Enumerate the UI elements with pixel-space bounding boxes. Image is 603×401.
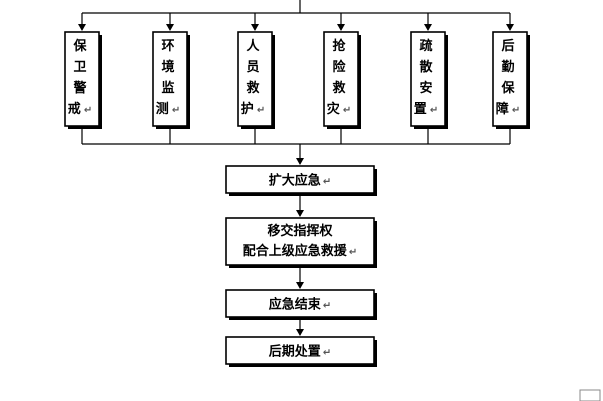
team-box-3: 人员救护↵	[237, 13, 275, 144]
team-label: 保卫警戒↵	[68, 38, 92, 117]
step-box-frame	[225, 336, 375, 365]
team-box-frame	[323, 31, 359, 127]
page-corner-marker	[579, 389, 601, 401]
step-box-3: 应急结束↵	[225, 289, 377, 320]
team-box-frame	[64, 31, 100, 127]
team-box-5: 疏散安置↵	[410, 13, 448, 144]
step-box-1: 扩大应急↵	[225, 165, 377, 196]
step-box-4: 后期处置↵	[225, 336, 377, 367]
team-label: 人员救护↵	[241, 38, 265, 117]
team-box-frame	[492, 31, 528, 127]
team-label: 后勤保障↵	[496, 38, 520, 117]
team-label: 疏散安置↵	[414, 38, 438, 117]
step-label: 扩大应急↵	[269, 173, 331, 189]
step-label: 配合上级应急救援↵	[243, 243, 357, 259]
team-box-2: 环境监测↵	[152, 13, 190, 144]
team-box-frame	[152, 31, 188, 127]
team-box-1: 保卫警戒↵	[64, 13, 102, 144]
step-box-frame	[225, 165, 375, 194]
team-box-4: 抢险救灾↵	[323, 13, 361, 144]
team-box-frame	[410, 31, 446, 127]
team-label: 抢险救灾↵	[327, 38, 351, 117]
step-label: 后期处置↵	[269, 344, 331, 360]
step-label: 应急结束↵	[269, 297, 331, 313]
team-box-6: 后勤保障↵	[492, 13, 530, 144]
step-box-frame	[225, 217, 375, 266]
step-label: 移交指挥权	[267, 223, 333, 239]
team-box-frame	[237, 31, 273, 127]
team-label: 环境监测↵	[156, 39, 180, 117]
